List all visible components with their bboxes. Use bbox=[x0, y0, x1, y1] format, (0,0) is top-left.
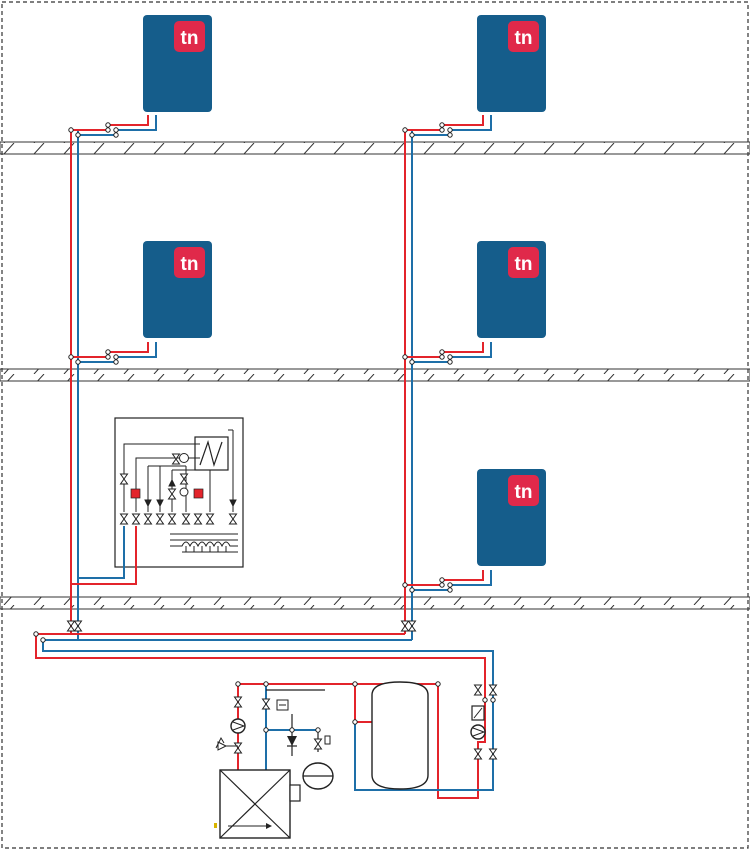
valve-icon bbox=[473, 684, 483, 696]
valve-icon bbox=[119, 473, 129, 485]
pressure-switch-icon bbox=[276, 699, 289, 711]
apartment-substation bbox=[71, 417, 244, 585]
filter-icon bbox=[471, 705, 485, 721]
valve-icon bbox=[167, 513, 177, 525]
riser-right bbox=[404, 130, 413, 622]
valve-icon bbox=[233, 742, 243, 754]
circulation-pump-icon bbox=[470, 724, 486, 740]
valve-icon bbox=[66, 620, 76, 632]
valve-icon bbox=[228, 513, 238, 525]
controller-icon bbox=[193, 488, 204, 499]
pump-icon bbox=[179, 487, 189, 497]
valve-icon bbox=[179, 473, 189, 485]
valve-icon bbox=[155, 513, 165, 525]
floor-slab-lower bbox=[0, 596, 750, 610]
valve-icon bbox=[400, 620, 410, 632]
brand-logo-text: tn bbox=[181, 254, 199, 275]
heat-interface-unit: tn bbox=[477, 15, 546, 112]
valve-icon bbox=[171, 453, 181, 465]
valve-icon bbox=[193, 513, 203, 525]
valve-icon bbox=[488, 684, 498, 696]
heat-interface-unit: tn bbox=[143, 15, 212, 112]
brand-logo-text: tn bbox=[515, 482, 533, 503]
heat-interface-unit: tn bbox=[477, 241, 546, 338]
controller-icon bbox=[130, 488, 141, 499]
valve-icon bbox=[407, 620, 417, 632]
valve-icon bbox=[473, 748, 483, 760]
circulation-pump-icon bbox=[230, 718, 246, 734]
brand-logo-icon: tn bbox=[174, 247, 205, 278]
valve-icon bbox=[73, 620, 83, 632]
brand-logo-text: tn bbox=[181, 28, 199, 49]
fill-valve-icon bbox=[324, 735, 331, 745]
valve-icon bbox=[488, 748, 498, 760]
heat-interface-unit: tn bbox=[143, 241, 212, 338]
brand-logo-icon: tn bbox=[174, 21, 205, 52]
safety-valve-icon bbox=[215, 736, 238, 751]
brand-logo-text: tn bbox=[515, 254, 533, 275]
valve-icon bbox=[181, 513, 191, 525]
valve-icon bbox=[261, 698, 271, 710]
buffer-storage-tank bbox=[371, 681, 429, 790]
riser-left bbox=[70, 130, 79, 622]
floor-slab-upper bbox=[0, 141, 750, 155]
valve-icon bbox=[143, 513, 153, 525]
heat-interface-unit: tn bbox=[477, 469, 546, 566]
brand-logo-icon: tn bbox=[508, 475, 539, 506]
underfloor-heating-icon bbox=[170, 533, 238, 553]
valve-icon bbox=[205, 513, 215, 525]
valve-icon bbox=[131, 513, 141, 525]
valve-icon bbox=[313, 738, 323, 750]
valve-icon bbox=[119, 513, 129, 525]
brand-logo-icon: tn bbox=[508, 247, 539, 278]
brand-logo-icon: tn bbox=[508, 21, 539, 52]
pump-icon bbox=[179, 453, 189, 463]
brand-logo-text: tn bbox=[515, 28, 533, 49]
valve-icon bbox=[233, 696, 243, 708]
check-valve-icon bbox=[287, 736, 297, 747]
floor-slab-middle bbox=[0, 368, 750, 382]
valve-icon bbox=[167, 488, 177, 500]
boiler bbox=[214, 769, 301, 839]
